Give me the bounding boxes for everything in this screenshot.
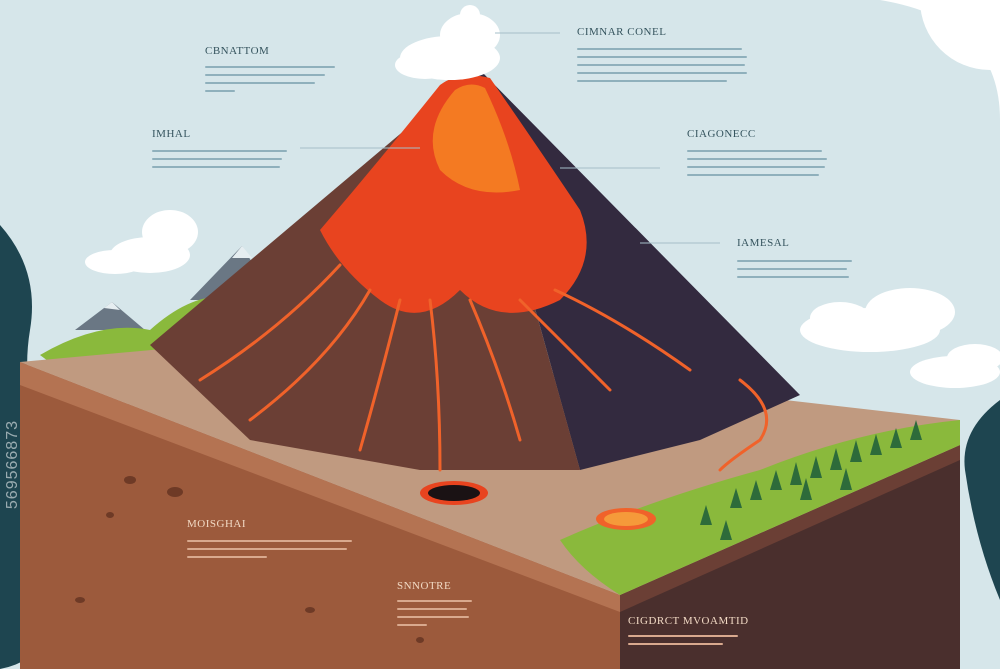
label-top-right: CIMNAR CONEL xyxy=(577,26,667,38)
right-tree-silhouette xyxy=(964,400,1000,600)
grass-field xyxy=(560,420,960,595)
label-ground-right-body xyxy=(628,635,748,651)
label-ground-center-body xyxy=(397,600,472,632)
lava-cone xyxy=(320,75,587,313)
label-mid-left: IMHAL xyxy=(152,128,191,140)
back-mountain-left xyxy=(75,302,145,330)
forest xyxy=(700,420,922,540)
block-left-topsoil xyxy=(20,362,620,612)
white-corner xyxy=(920,0,1000,70)
block-right-topsoil xyxy=(620,445,960,612)
label-top-left-body xyxy=(205,66,335,98)
stock-watermark: 569566873 xyxy=(4,420,21,510)
summit-cloud xyxy=(395,5,500,80)
cloud-right xyxy=(800,288,955,352)
crater-right xyxy=(596,508,656,530)
back-mountain-snow-mid xyxy=(232,246,252,258)
label-top-right-body xyxy=(577,48,747,88)
leader-lines xyxy=(300,32,720,244)
label-top-left: CBNATTOM xyxy=(205,45,270,57)
crater-center xyxy=(420,481,488,505)
back-mountain-snow-left xyxy=(104,302,120,310)
cloud-right-lower xyxy=(910,344,1000,388)
block-right-face xyxy=(620,445,960,669)
label-right-lower-body xyxy=(737,260,852,284)
label-ground-left: MOISGHAI xyxy=(187,518,246,530)
label-right-lower: IAMESAL xyxy=(737,237,790,249)
label-right-upper: CIAGONECC xyxy=(687,128,756,140)
label-ground-center: SNNOTRE xyxy=(397,580,452,592)
label-ground-right: CIGDRCT MVOAMTID xyxy=(628,615,749,627)
cloud-left xyxy=(85,210,198,274)
lava-highlight xyxy=(432,84,520,193)
label-ground-left-body xyxy=(187,540,352,564)
soil-rocks xyxy=(75,476,424,643)
label-mid-left-body xyxy=(152,150,287,174)
lava-streams xyxy=(198,263,769,472)
label-right-upper-body xyxy=(687,150,827,182)
